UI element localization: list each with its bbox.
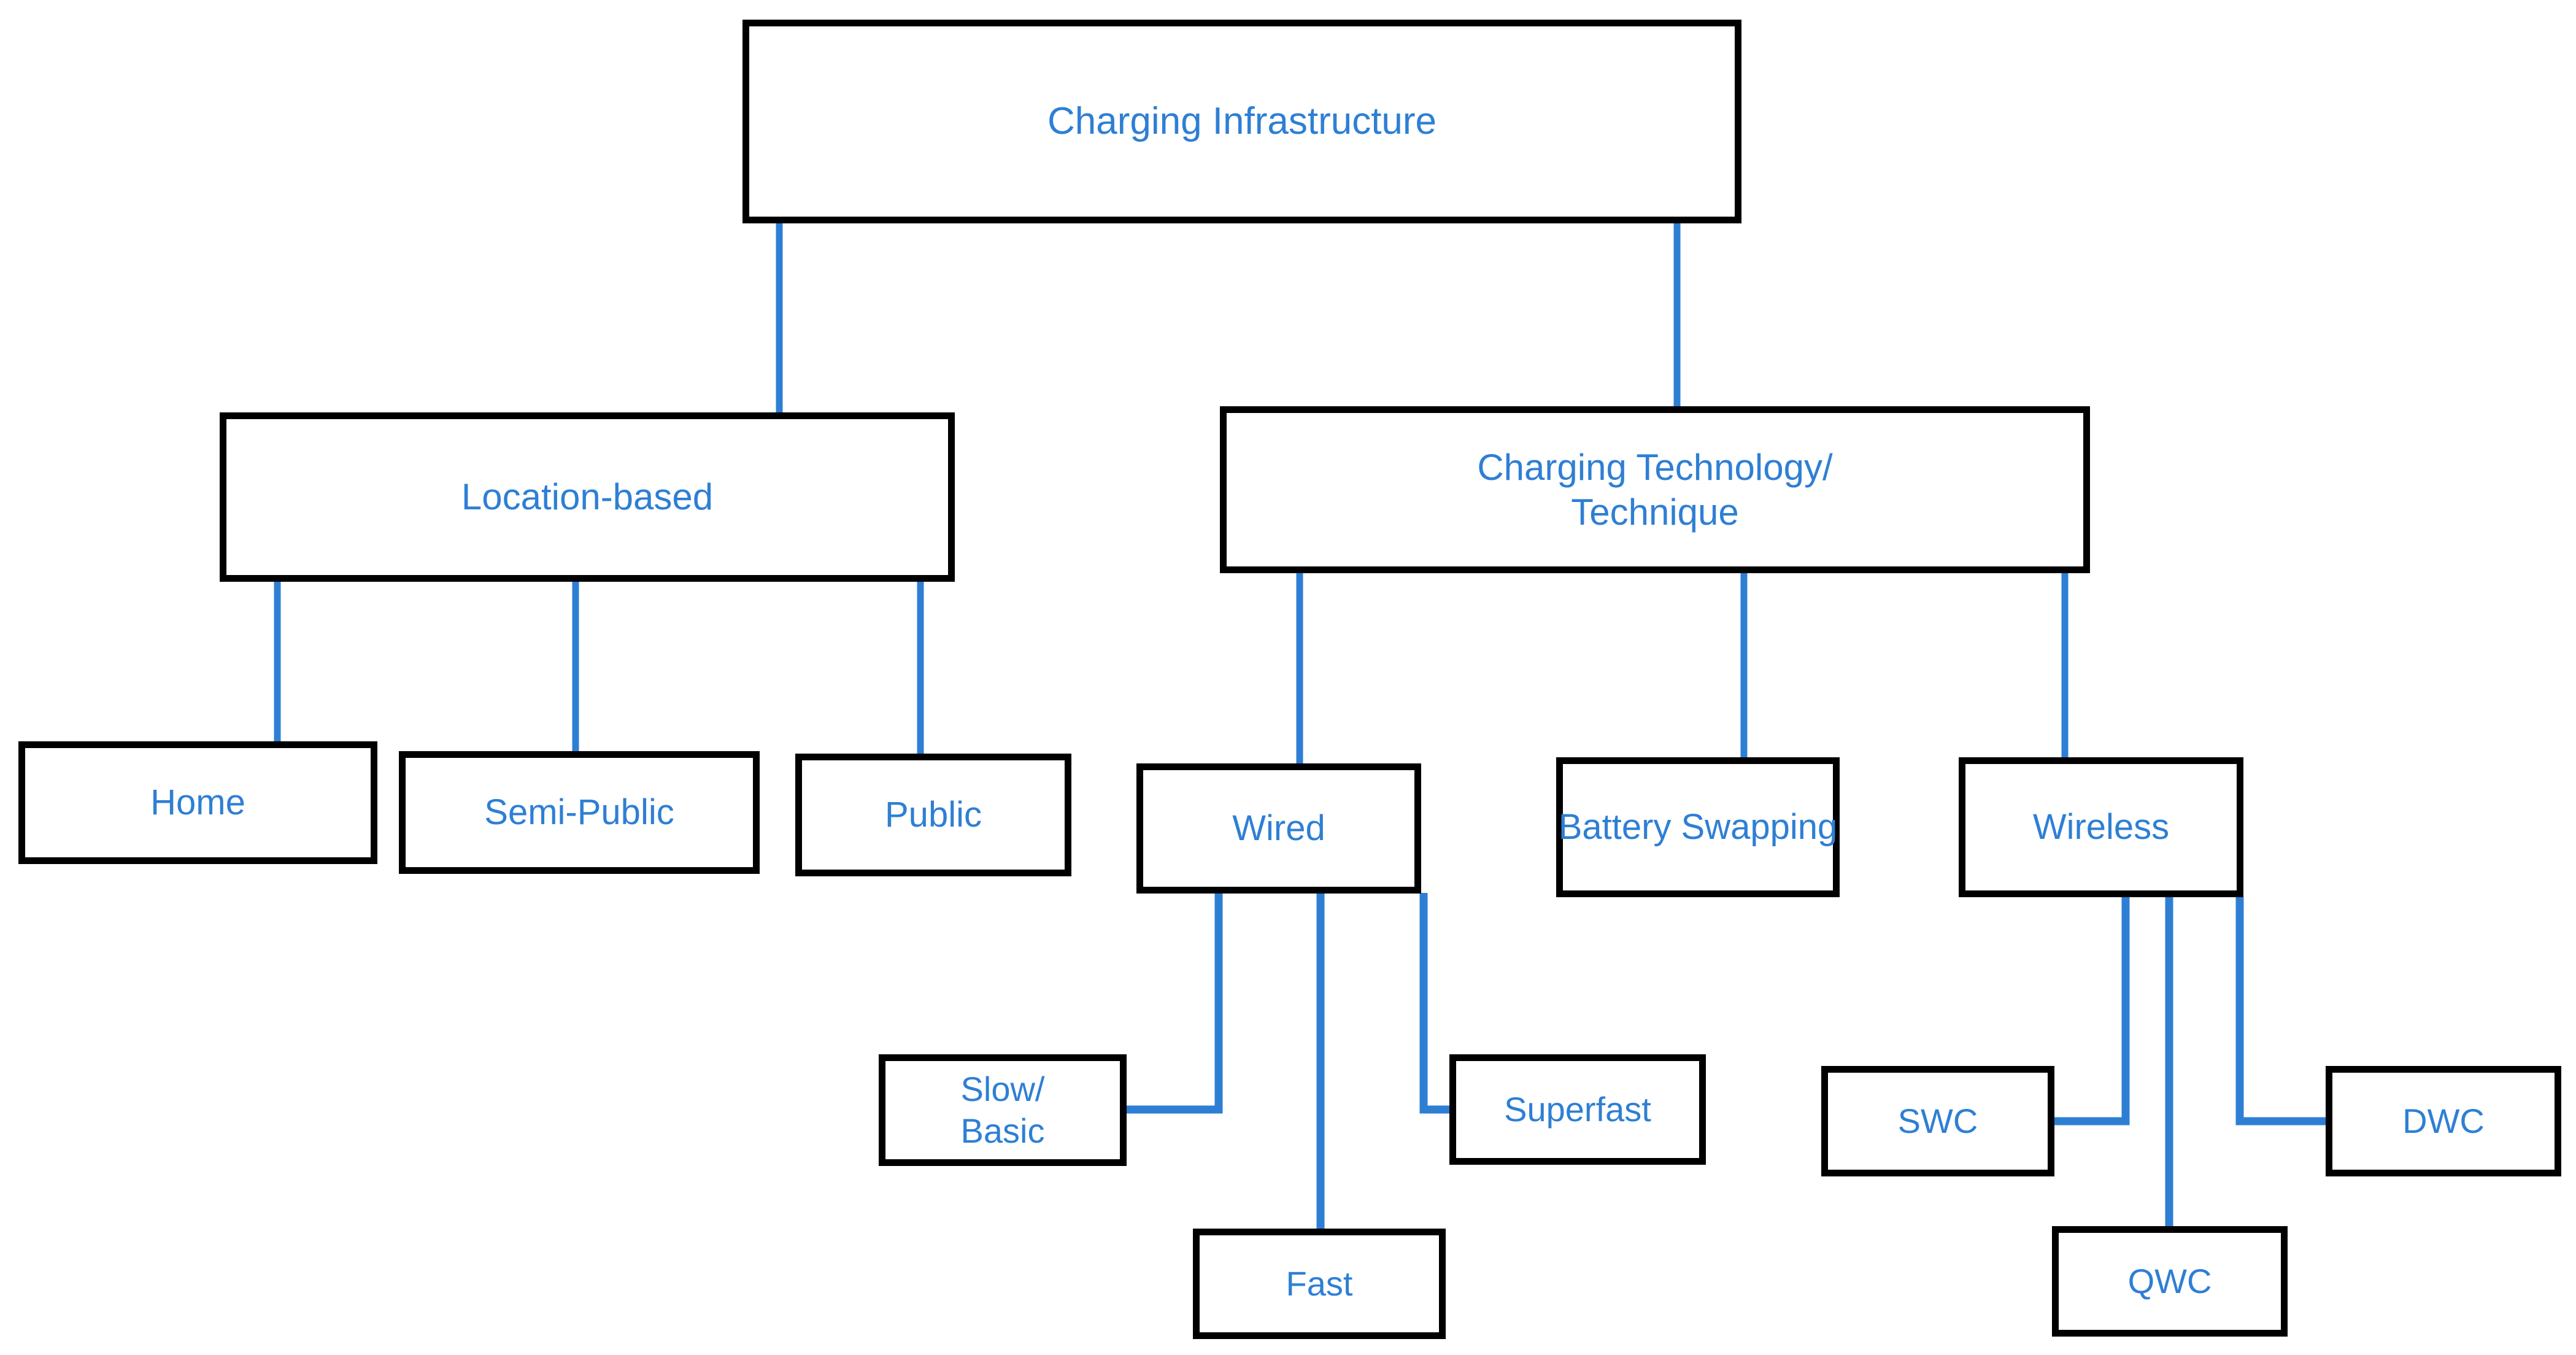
edge-wired-to-superfast [1419, 893, 1452, 1114]
node-wired[interactable]: Wired [1136, 763, 1421, 894]
node-home[interactable]: Home [18, 741, 377, 864]
edge-wired-to-slow-basic [1124, 893, 1223, 1114]
node-wireless[interactable]: Wireless [1959, 757, 2243, 897]
node-label: Wireless [2032, 806, 2170, 847]
node-charging-technology[interactable]: Charging Technology/ Technique [1220, 406, 2090, 573]
node-label: Location-based [461, 476, 714, 518]
node-slow-basic[interactable]: Slow/ Basic [879, 1054, 1127, 1166]
node-label: Slow/ Basic [960, 1069, 1045, 1150]
node-battery-swapping[interactable]: Battery Swapping [1556, 757, 1840, 897]
node-superfast[interactable]: Superfast [1449, 1054, 1706, 1165]
node-label: Wired [1232, 808, 1325, 848]
node-label: Superfast [1504, 1089, 1651, 1129]
node-semi-public[interactable]: Semi-Public [399, 751, 760, 874]
node-label: QWC [2127, 1261, 2212, 1300]
node-location-based[interactable]: Location-based [220, 412, 955, 582]
node-dwc[interactable]: DWC [2326, 1066, 2561, 1176]
edge-wireless-to-swc [2051, 897, 2130, 1125]
node-qwc[interactable]: QWC [2052, 1226, 2288, 1337]
node-swc[interactable]: SWC [1821, 1066, 2054, 1176]
node-label: Public [885, 794, 982, 835]
node-charging-infrastructure[interactable]: Charging Infrastructure [742, 20, 1741, 223]
node-fast[interactable]: Fast [1193, 1229, 1446, 1339]
node-label: Semi-Public [484, 792, 674, 832]
node-label: Battery Swapping [1558, 806, 1838, 847]
node-label: Charging Infrastructure [1047, 100, 1437, 143]
node-label: Home [150, 782, 245, 822]
node-label: Fast [1286, 1264, 1353, 1303]
edge-wireless-to-dwc [2235, 897, 2328, 1125]
node-label: SWC [1897, 1101, 1978, 1140]
node-label: DWC [2402, 1101, 2485, 1140]
node-public[interactable]: Public [795, 754, 1071, 876]
node-label: Charging Technology/ Technique [1477, 446, 1833, 533]
